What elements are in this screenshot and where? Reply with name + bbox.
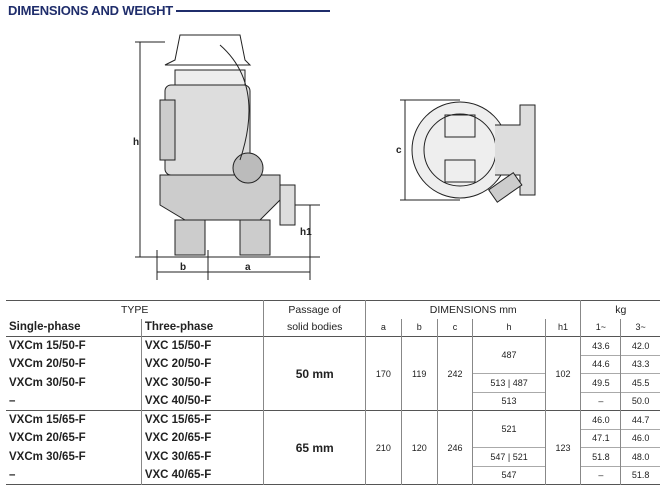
passage-cell: 65 mm <box>263 410 366 485</box>
col-c: c <box>436 318 473 337</box>
single-phase-header: Single-phase <box>9 321 81 334</box>
type-header: TYPE <box>120 303 149 316</box>
three-phase-model: VXC 30/50-F <box>140 373 264 392</box>
weight-single-phase: – <box>580 391 621 411</box>
dim-label-c: c <box>396 145 402 156</box>
col-b: b <box>400 318 438 337</box>
weight-single-phase: 47.1 <box>580 428 621 448</box>
dim-h: 547 <box>472 465 546 485</box>
col-a: a <box>364 318 402 337</box>
weight-three-phase: 50.0 <box>620 391 660 411</box>
single-phase-model: VXCm 20/50-F <box>9 358 86 371</box>
dim-a: 210 <box>364 410 402 485</box>
weight-single-phase: 43.6 <box>580 336 621 355</box>
section-title: DIMENSIONS AND WEIGHT <box>8 3 174 18</box>
weight-single-phase: 51.8 <box>580 447 621 466</box>
title-rule <box>176 10 330 12</box>
single-phase-model: VXCm 15/65-F <box>9 414 86 426</box>
weight-three-phase: 46.0 <box>620 428 660 448</box>
dim-label-a: a <box>245 262 251 273</box>
dim-label-h1: h1 <box>300 227 312 238</box>
three-phase-model: VXC 15/50-F <box>140 336 264 355</box>
weight-three-phase: 44.7 <box>620 410 660 429</box>
col-kg1: 1~ <box>580 318 621 337</box>
weight-three-phase: 48.0 <box>620 447 660 466</box>
weight-three-phase: 42.0 <box>620 336 660 355</box>
three-phase-model: VXC 15/65-F <box>140 410 264 429</box>
single-phase-model: VXCm 15/50-F <box>9 340 86 352</box>
three-phase-model: VXC 40/50-F <box>140 392 264 411</box>
dim-c: 242 <box>436 336 473 411</box>
col-h: h <box>472 318 546 337</box>
weight-single-phase: – <box>580 465 621 485</box>
weight-three-phase: 45.5 <box>620 373 660 392</box>
dim-b: 120 <box>400 410 438 485</box>
passage-cell: 50 mm <box>263 336 366 411</box>
passage-header-2: solid bodies <box>263 318 366 337</box>
dim-b: 119 <box>400 336 438 411</box>
single-phase-model: – <box>9 395 16 407</box>
single-phase-model: VXCm 30/50-F <box>9 376 86 389</box>
side-view-drawing <box>135 34 320 280</box>
dim-h: 513 | 487 <box>472 373 546 392</box>
single-phase-model: – <box>9 469 16 481</box>
three-phase-model: VXC 20/65-F <box>140 429 264 448</box>
dimensions-header: DIMENSIONS mm <box>364 300 581 319</box>
dim-h: 487 <box>472 336 546 374</box>
dim-h: 521 <box>472 410 546 448</box>
three-phase-header: Three-phase <box>140 318 264 337</box>
dim-h: 547 | 521 <box>472 447 546 466</box>
weight-single-phase: 44.6 <box>580 354 621 374</box>
dimensions-table: TYPE Passage of DIMENSIONS mm kg Single-… <box>6 300 660 485</box>
weight-single-phase: 49.5 <box>580 373 621 392</box>
single-phase-model: VXCm 20/65-F <box>9 432 86 445</box>
dim-label-h: h <box>133 137 139 148</box>
dim-h1: 102 <box>544 336 581 411</box>
weight-three-phase: 51.8 <box>620 465 660 485</box>
kg-header: kg <box>580 300 660 319</box>
dim-c: 246 <box>436 410 473 485</box>
pump-drawings: h h1 b a c <box>133 34 536 280</box>
col-h1: h1 <box>544 318 581 337</box>
weight-single-phase: 46.0 <box>580 410 621 429</box>
three-phase-model: VXC 30/65-F <box>140 447 264 466</box>
dim-label-b: b <box>180 262 186 273</box>
weight-three-phase: 43.3 <box>620 354 660 374</box>
top-view-drawing <box>400 99 536 203</box>
passage-header: Passage of <box>263 300 366 319</box>
col-kg3: 3~ <box>620 318 660 337</box>
dim-h1: 123 <box>544 410 581 485</box>
dim-a: 170 <box>364 336 402 411</box>
three-phase-model: VXC 20/50-F <box>140 355 264 374</box>
three-phase-model: VXC 40/65-F <box>140 466 264 485</box>
single-phase-model: VXCm 30/65-F <box>9 450 86 463</box>
dim-h: 513 <box>472 391 546 411</box>
